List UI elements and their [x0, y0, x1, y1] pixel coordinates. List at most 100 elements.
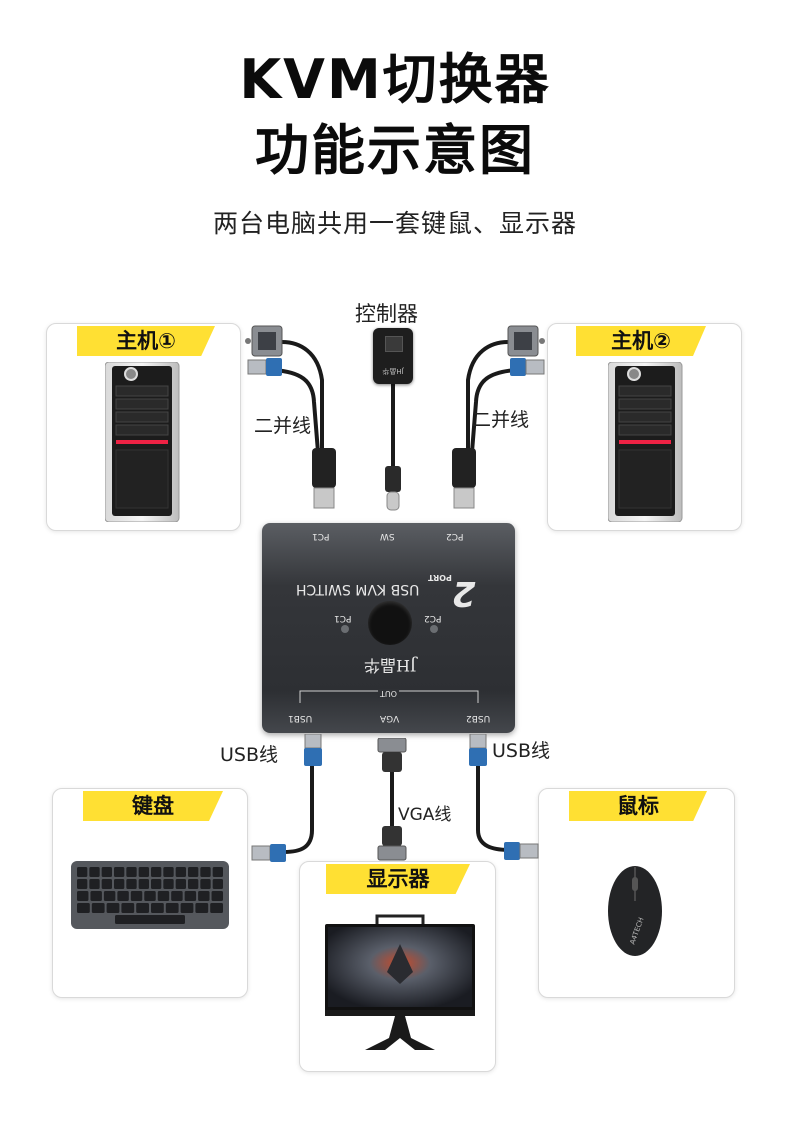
keyboard-key: [184, 891, 197, 901]
keyboard-key: [106, 903, 120, 913]
led-pc2-label: PC2: [424, 613, 442, 623]
left-vga-cable-branch: [280, 340, 324, 454]
vga-label: VGA线: [398, 805, 452, 825]
kvm-switch: PC1 SW PC2 2 PORT USB KVM SWITCH PC1 PC2…: [262, 523, 515, 733]
host1-card: 主机①: [46, 323, 241, 531]
keyboard-key: [91, 903, 105, 913]
controller-brand: JH晶华: [382, 367, 404, 375]
keyboard-key: [163, 879, 174, 889]
keyboard-key: [144, 891, 156, 901]
usb-left-label: USB线: [220, 744, 279, 766]
monitor-tag: 显示器: [326, 864, 470, 894]
host2-tag: 主机②: [576, 326, 706, 356]
vga-connector-icon: [377, 738, 407, 772]
keyboard-key: [200, 867, 211, 877]
keyboard-key: [175, 879, 186, 889]
port-usb1-label: USB1: [288, 713, 313, 723]
usb-connector-icon: [247, 358, 282, 376]
usb-right-label: USB线: [492, 740, 551, 762]
keyboard-key: [212, 879, 223, 889]
title-line-1: KVM切换器: [239, 48, 551, 111]
keyboard-key: [151, 867, 162, 877]
controller-button: [385, 336, 403, 352]
model-name: USB KVM SWITCH: [296, 581, 420, 597]
keyboard-key: [114, 867, 125, 877]
right-vga-cable-branch: [466, 340, 510, 454]
mouse-icon: [608, 866, 662, 956]
out-label: OUT: [378, 689, 400, 698]
keyboard-key: [77, 867, 88, 877]
switch-button[interactable]: [368, 601, 412, 645]
keyboard-key: [211, 891, 223, 901]
controller-device[interactable]: JH晶华: [373, 328, 413, 384]
controller-label: 控制器: [355, 302, 418, 326]
keyboard-key: [101, 867, 112, 877]
cable-left-label: 二并线: [254, 415, 312, 437]
right-usb-cable-branch: [470, 368, 518, 454]
keyboard-spacebar: [115, 915, 185, 924]
port-pc1-label: PC1: [312, 531, 330, 541]
cable-right-label: 二并线: [472, 409, 530, 431]
mouse-tag: 鼠标: [569, 791, 707, 821]
keyboard-icon: [71, 861, 229, 929]
mouse-usb-cable: [476, 758, 512, 852]
keyboard-key: [77, 891, 89, 901]
keyboard-key: [77, 903, 90, 913]
keyboard-key: [126, 867, 137, 877]
keyboard-key: [210, 903, 223, 913]
keyboard-key: [200, 879, 211, 889]
keyboard-usb-cable: [282, 758, 314, 854]
keyboard-key: [198, 891, 210, 901]
keyboard-key: [188, 879, 199, 889]
usb-connector-icon: [504, 842, 539, 860]
model-number: 2: [452, 573, 476, 613]
keyboard-key: [195, 903, 209, 913]
title-line-2: 功能示意图: [255, 119, 535, 182]
port-pc2-label: PC2: [446, 531, 464, 541]
switch-brand: JH晶华: [364, 656, 417, 675]
port-sw-label: SW: [380, 531, 395, 541]
usb-c-connector-icon: [385, 466, 401, 511]
port-vga-label: VGA: [380, 713, 400, 723]
monitor-icon: [325, 914, 475, 1050]
led-pc1: [341, 625, 349, 633]
usb-connector-icon: [304, 734, 322, 766]
keyboard-key: [114, 879, 125, 889]
keyboard-key: [121, 903, 135, 913]
vga-connector-icon: [245, 325, 283, 357]
keyboard-key: [126, 879, 137, 889]
keyboard-key: [77, 879, 88, 889]
keyboard-key: [165, 903, 179, 913]
vga-connector-icon: [377, 826, 407, 861]
keyboard-key: [151, 903, 164, 913]
keyboard-key: [117, 891, 129, 901]
keyboard-key: [175, 867, 186, 877]
keyboard-key: [138, 867, 149, 877]
keyboard-key: [138, 879, 149, 889]
keyboard-key: [103, 891, 116, 901]
usb-connector-icon: [251, 844, 286, 862]
keyboard-key: [130, 891, 143, 901]
keyboard-tag: 键盘: [83, 791, 223, 821]
keyboard-key: [163, 867, 174, 877]
keyboard-key: [212, 867, 223, 877]
keyboard-key: [151, 879, 162, 889]
port-usb2-label: USB2: [466, 713, 491, 723]
hdmi-connector-icon: [452, 448, 476, 509]
usb-connector-icon: [469, 734, 487, 766]
host2-card: 主机②: [547, 323, 742, 531]
keyboard-key: [180, 903, 194, 913]
keyboard-card: 键盘: [52, 788, 248, 998]
keyboard-key: [188, 867, 199, 877]
led-pc2: [430, 625, 438, 633]
host1-tag: 主机①: [77, 326, 215, 356]
keyboard-key: [136, 903, 149, 913]
subtitle: 两台电脑共用一套键鼠、显示器: [212, 209, 577, 238]
monitor-card: 显示器: [299, 861, 496, 1072]
keyboard-key: [101, 879, 112, 889]
led-pc1-label: PC1: [334, 613, 352, 623]
model-port: PORT: [428, 573, 452, 582]
keyboard-key: [90, 891, 102, 901]
usb-connector-icon: [510, 358, 545, 376]
keyboard-key: [89, 879, 100, 889]
